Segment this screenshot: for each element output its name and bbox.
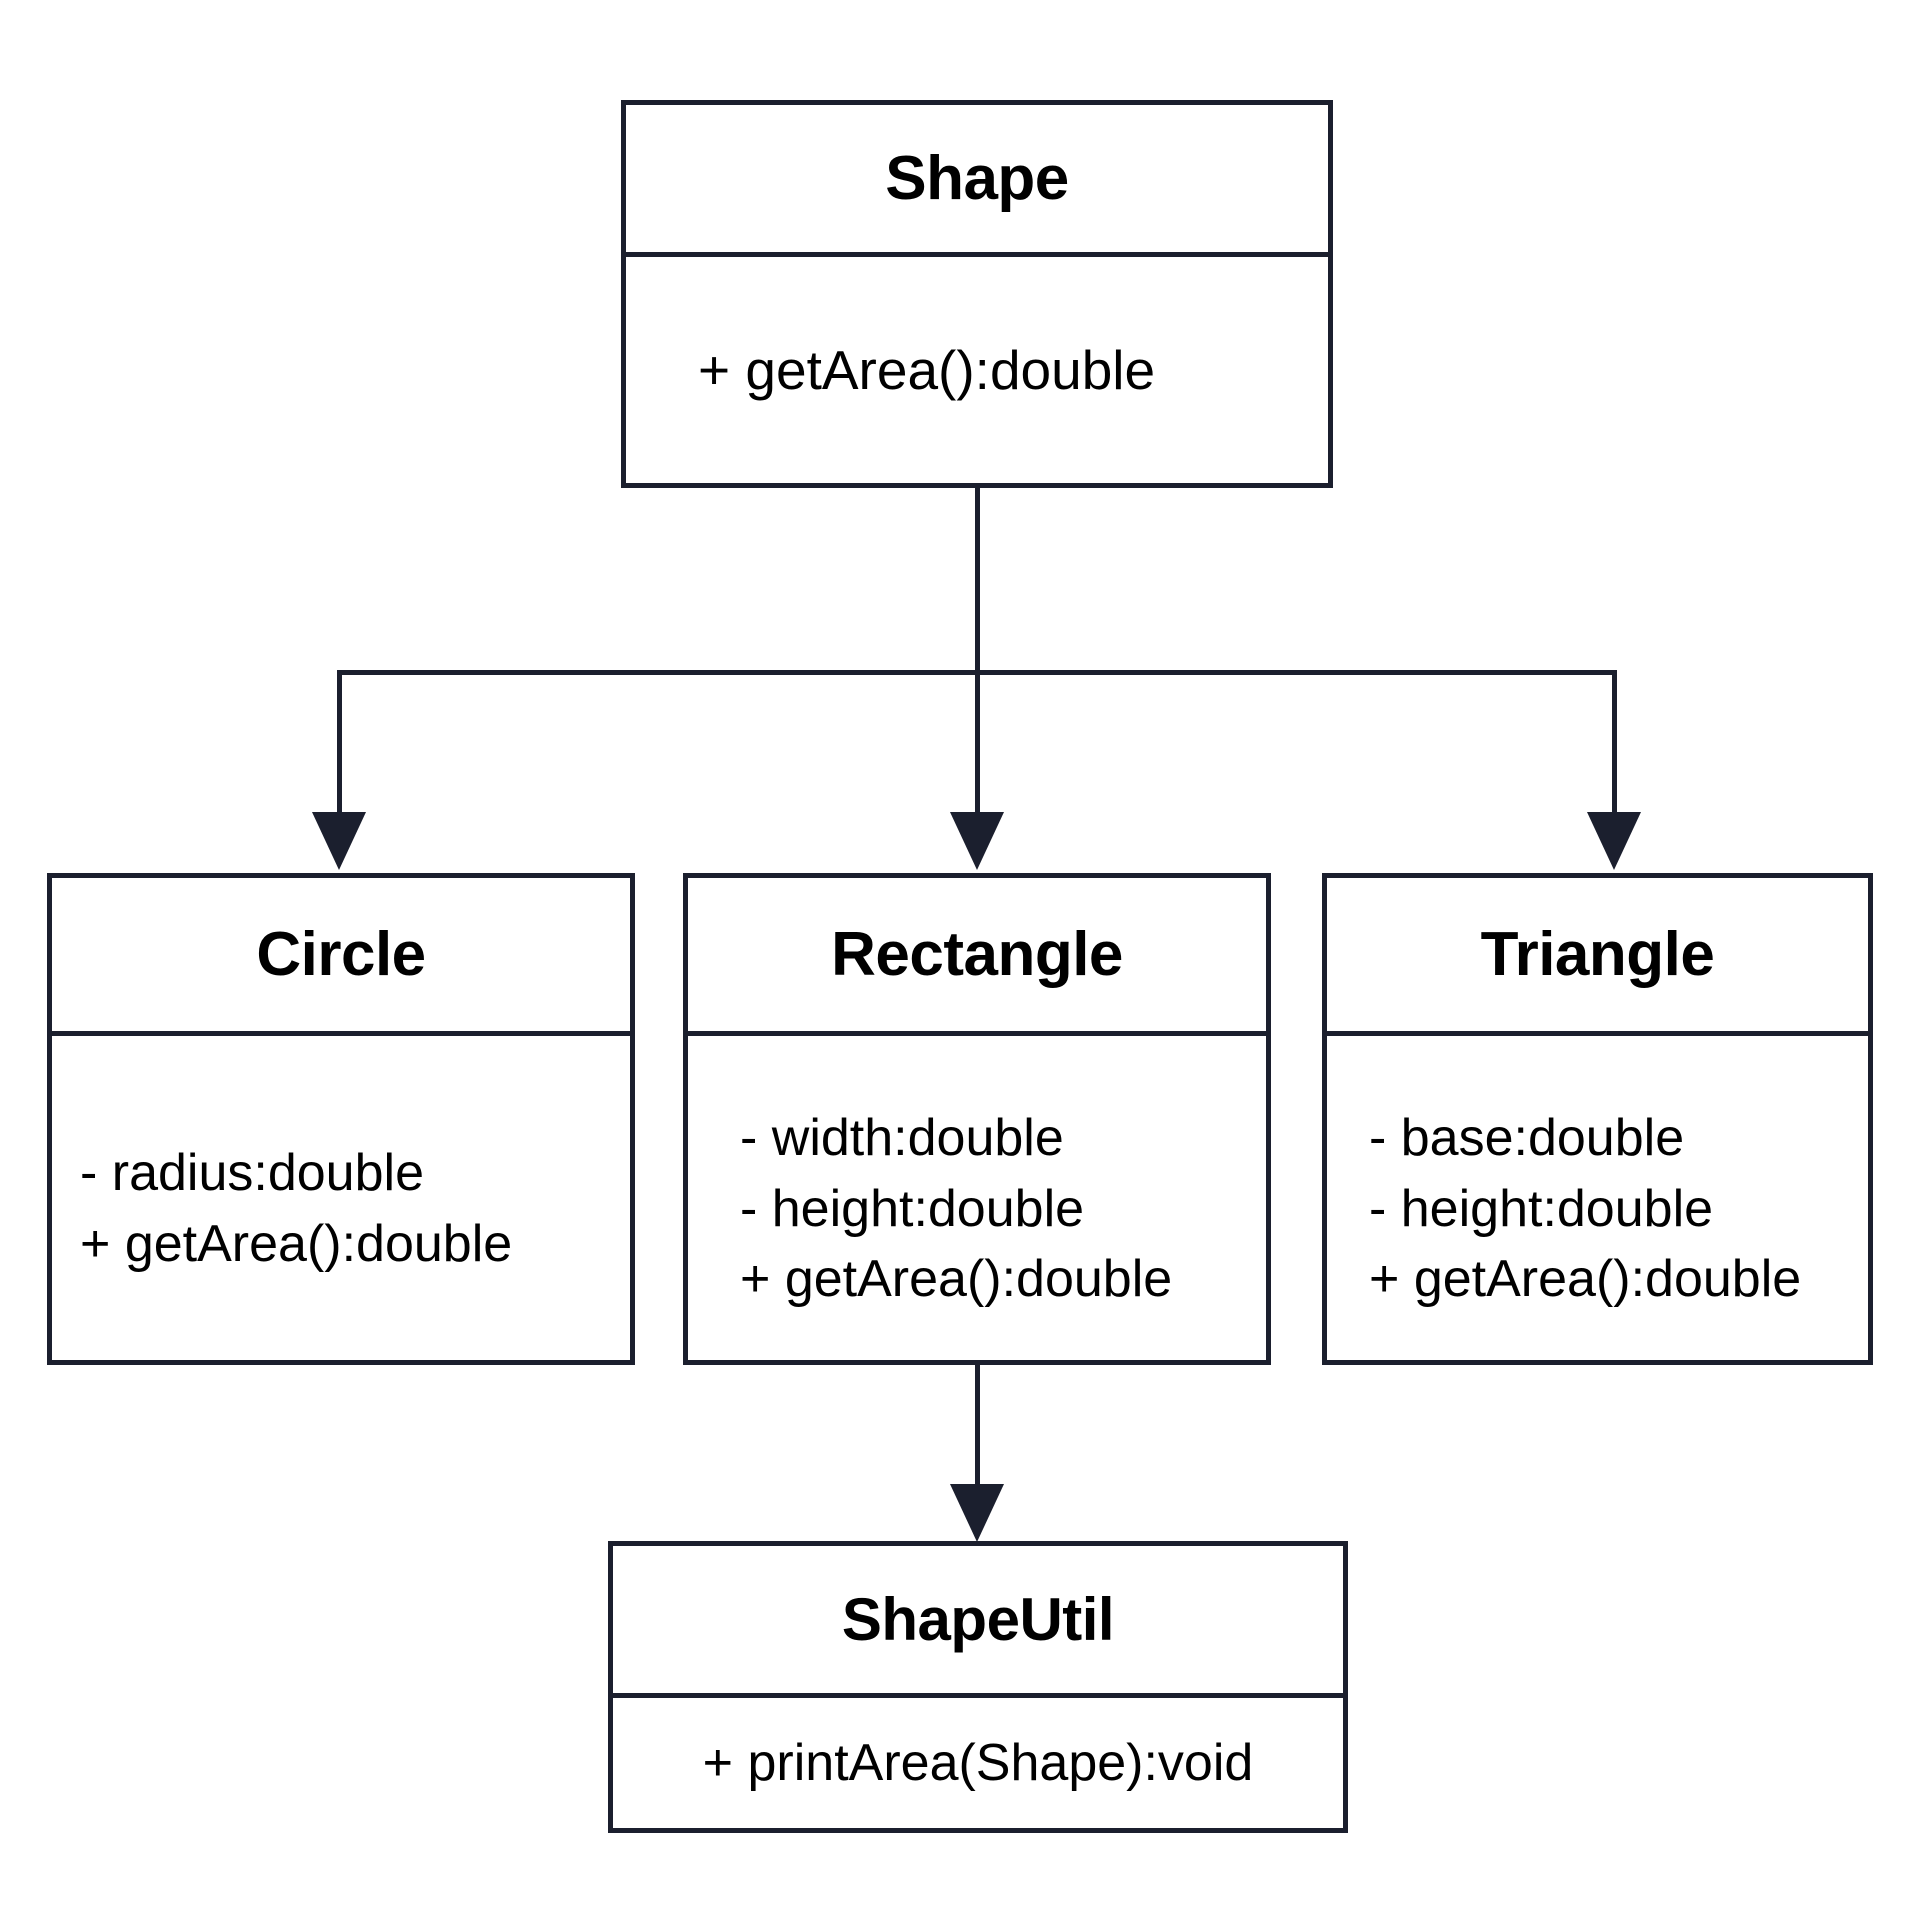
arrowhead-circle [312,812,366,870]
arrowhead-rectangle [950,812,1004,870]
class-title-shapeutil: ShapeUtil [613,1546,1343,1698]
member-triangle-1: - height:double [1369,1179,1714,1238]
class-members-rectangle: - width:double - height:double + getArea… [688,1036,1266,1360]
class-box-triangle[interactable]: Triangle - base:double - height:double +… [1322,873,1873,1365]
connector-rectangle-shapeutil [975,1365,980,1488]
connector-branch-rectangle [975,670,980,815]
connector-branch-triangle [1612,670,1617,815]
class-members-circle: - radius:double + getArea():double [52,1036,630,1360]
class-box-circle[interactable]: Circle - radius:double + getArea():doubl… [47,873,635,1365]
class-members-shape: + getArea():double [626,257,1328,483]
connector-branch-circle [337,670,342,815]
arrowhead-shapeutil [950,1484,1004,1542]
arrowhead-triangle [1587,812,1641,870]
member-circle-1: + getArea():double [80,1215,513,1273]
class-title-shape: Shape [626,105,1328,257]
class-members-triangle: - base:double - height:double + getArea(… [1327,1036,1868,1360]
member-rectangle-1: - height:double [740,1179,1085,1238]
member-triangle-0: - base:double [1369,1108,1685,1167]
class-box-rectangle[interactable]: Rectangle - width:double - height:double… [683,873,1271,1365]
class-title-rectangle: Rectangle [688,878,1266,1036]
class-title-triangle: Triangle [1327,878,1868,1036]
member-shapeutil-0: + printArea(Shape):void [702,1734,1254,1792]
member-rectangle-2: + getArea():double [740,1250,1173,1309]
member-triangle-2: + getArea():double [1369,1250,1802,1309]
class-box-shapeutil[interactable]: ShapeUtil + printArea(Shape):void [608,1541,1348,1833]
member-rectangle-0: - width:double [740,1108,1064,1167]
class-title-circle: Circle [52,878,630,1036]
class-box-shape[interactable]: Shape + getArea():double [621,100,1333,488]
connector-shape-trunk [975,488,980,674]
class-members-shapeutil: + printArea(Shape):void [613,1698,1343,1828]
member-circle-0: - radius:double [80,1144,424,1203]
member-shape-0: + getArea():double [698,338,1156,401]
